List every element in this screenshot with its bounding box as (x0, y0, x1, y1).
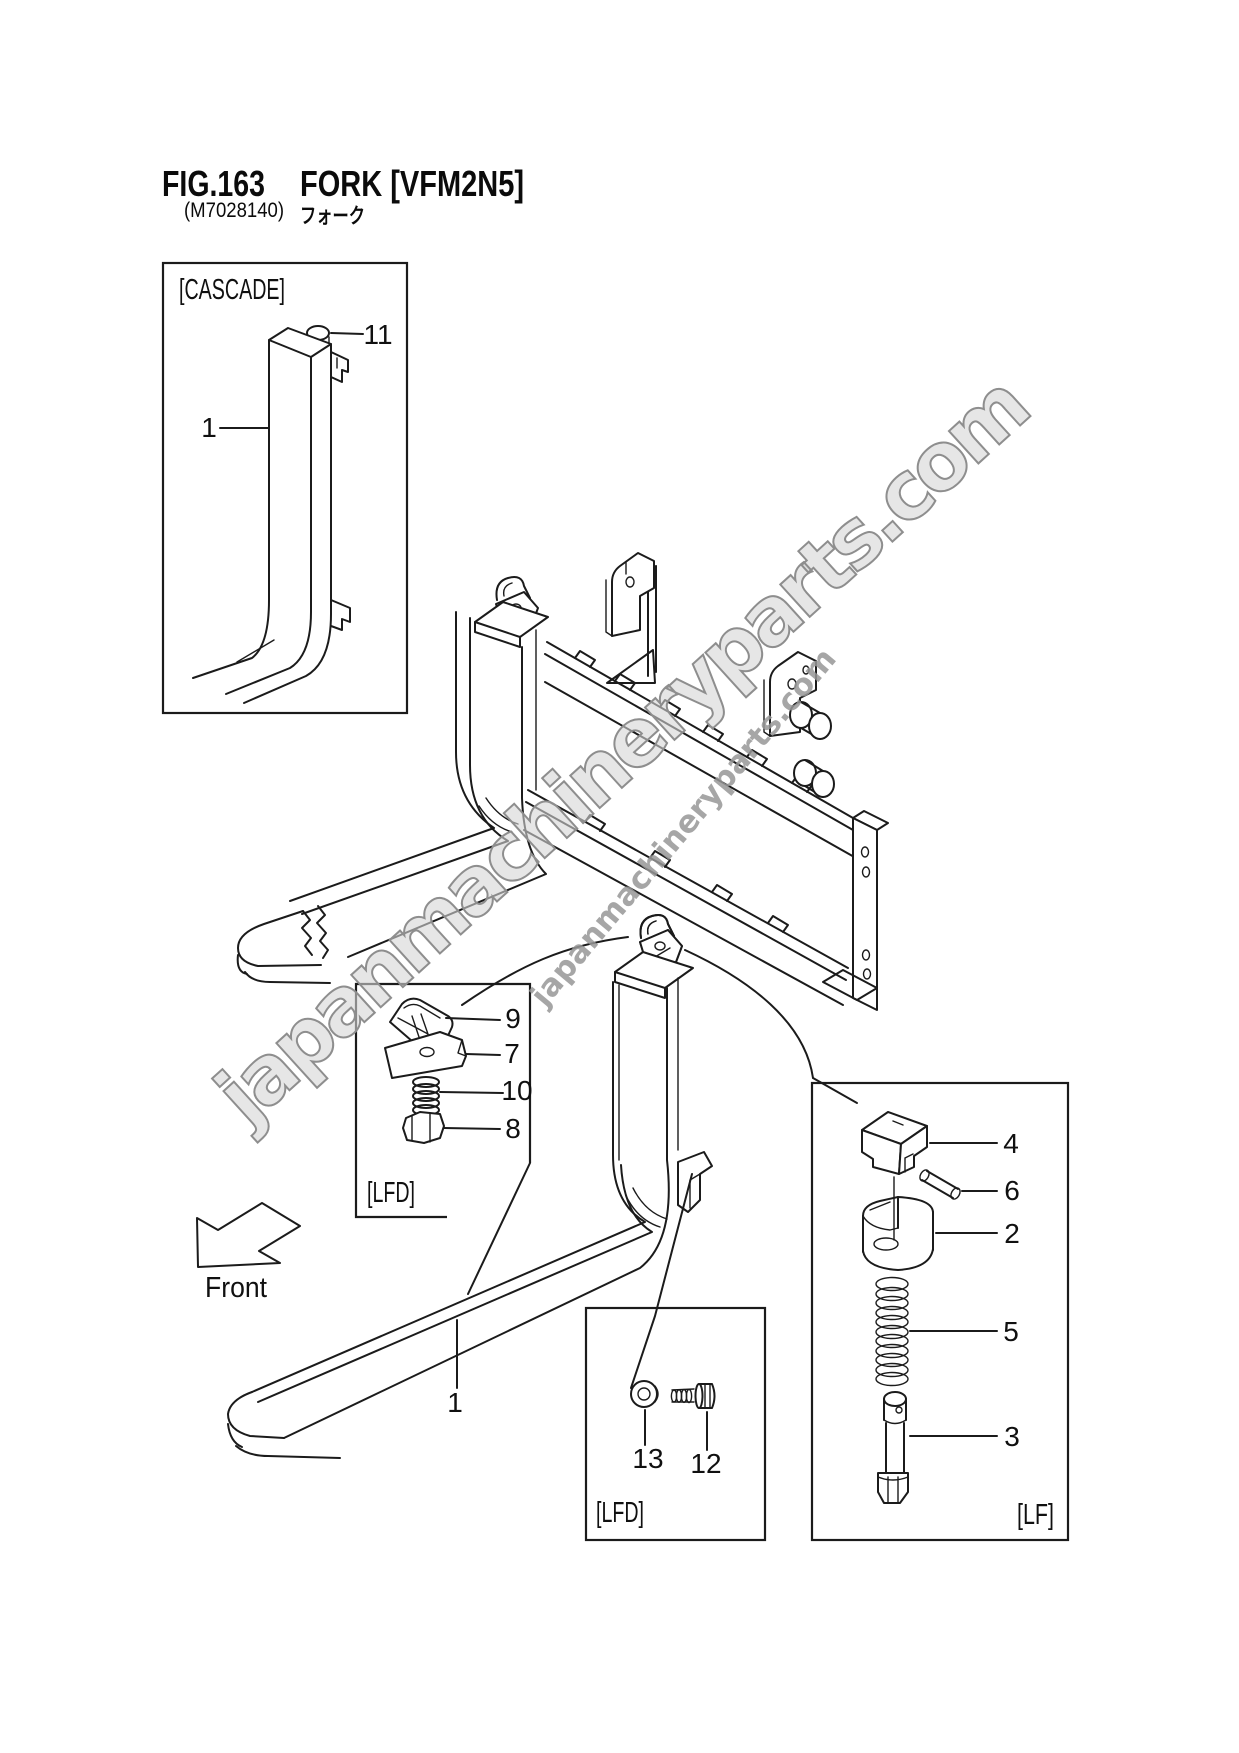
lfd-fasteners-box: 13 12 [LFD] (584, 1173, 767, 1542)
cascade-fork-drawing (192, 325, 351, 704)
lfd-clamp-box: 9 7 10 8 [LFD] (354, 982, 533, 1219)
lfd-fasteners-box-border (584, 1306, 767, 1542)
callout-plunger: 3 (1004, 1421, 1020, 1452)
callout-cam: 2 (1004, 1218, 1020, 1249)
leader-line (443, 1127, 501, 1130)
lower-hook (677, 1151, 713, 1213)
fork-top-hook (330, 351, 349, 383)
roller-pin (789, 701, 832, 740)
callout-clamp-body: 7 (504, 1038, 520, 1069)
leader-arc-lfd-clamp (461, 936, 629, 1006)
callout-block: 4 (1003, 1128, 1019, 1159)
leader-arcs (461, 936, 858, 1295)
leader-blade-notch (467, 1162, 531, 1295)
fork-bottom-hook (330, 599, 351, 631)
latch-spring-drawing (875, 1276, 909, 1387)
lfd-clamp-box-border (354, 982, 532, 1219)
callout-clamp-latch: 9 (505, 1003, 521, 1034)
bolt-drawing (670, 1383, 716, 1409)
callout-spring: 5 (1003, 1316, 1019, 1347)
leader-line (630, 1173, 693, 1389)
figure-ref-code: (M7028140) (184, 199, 284, 222)
rear-fork (236, 576, 549, 984)
lf-box: 4 6 2 5 3 [LF] (810, 1081, 1070, 1542)
lfd-fasteners-box-tag: [LFD] (596, 1497, 644, 1529)
front-arrow-icon (196, 1202, 301, 1268)
callout-cascade-fork: 1 (201, 412, 217, 443)
leader-line (465, 1053, 501, 1056)
nut-drawing (630, 1380, 659, 1408)
cascade-box-tag: [CASCADE] (179, 274, 285, 306)
front-label: Front (205, 1272, 267, 1304)
latch-pin-drawing (919, 1169, 961, 1200)
leader-line (330, 332, 364, 335)
leader-arc-lf (684, 949, 814, 1079)
lf-box-border (810, 1081, 1070, 1542)
latch-cam-drawing (862, 1196, 934, 1271)
front-indicator: Front (196, 1202, 301, 1304)
leader-line (439, 1091, 504, 1094)
title-block: FIG.163 FORK [VFM2N5] (M7028140) フォーク (162, 163, 524, 228)
callout-bolt: 12 (690, 1448, 721, 1479)
figure-title-japanese: フォーク (300, 205, 365, 228)
front-fork (227, 914, 713, 1459)
callout-pin: 6 (1004, 1175, 1020, 1206)
lf-box-tag: [LF] (1017, 1499, 1054, 1531)
leader-line (445, 1017, 501, 1021)
callout-cascade-pin: 11 (363, 319, 392, 350)
callout-nut: 13 (632, 1443, 663, 1474)
callout-main-fork: 1 (447, 1387, 463, 1418)
figure-title: FORK [VFM2N5] (300, 163, 524, 204)
callout-clamp-screw: 10 (501, 1075, 532, 1106)
fork-carriage-assembly (227, 552, 889, 1459)
callout-clamp-nut: 8 (505, 1113, 521, 1144)
latch-block-drawing (861, 1111, 928, 1175)
leader-arc-lf-end (812, 1077, 858, 1104)
hanger-bracket (611, 552, 655, 637)
cascade-box: [CASCADE] 1 11 (161, 261, 409, 715)
latch-plunger-drawing (877, 1391, 909, 1504)
roller-pin (793, 759, 835, 798)
lfd-clamp-box-tag: [LFD] (367, 1177, 415, 1209)
figure-number: FIG.163 (162, 163, 265, 204)
clamp-drawing (384, 997, 467, 1144)
